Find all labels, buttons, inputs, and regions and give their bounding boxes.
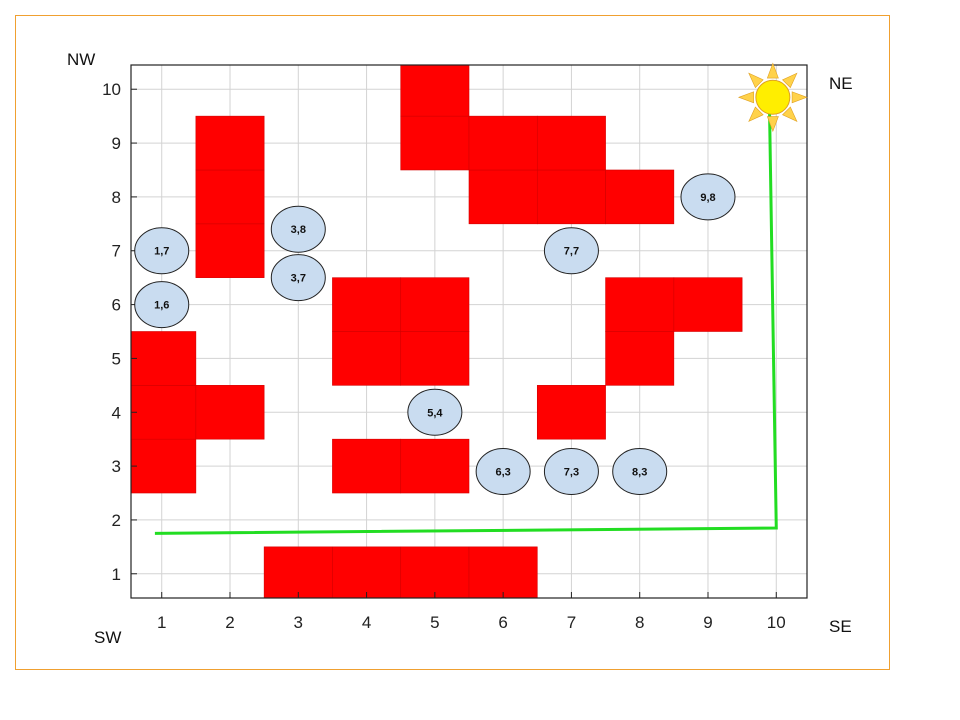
sun-ray <box>791 91 808 104</box>
node-label: 3,7 <box>291 273 306 285</box>
sun-ray <box>738 91 754 104</box>
node-label: 6,3 <box>495 466 510 478</box>
tick-label-x: 5 <box>430 613 439 632</box>
node: 7,7 <box>543 227 599 275</box>
obstacle-cell <box>605 277 675 332</box>
node-circle <box>134 227 190 275</box>
obstacles <box>130 64 743 599</box>
corner-label-nw: NW <box>67 50 96 69</box>
axes-box <box>130 64 808 599</box>
obstacle-cell <box>536 169 606 225</box>
node-circle <box>407 388 463 436</box>
obstacle-cell <box>468 546 538 599</box>
node-circle <box>543 227 599 275</box>
sun-ray <box>766 116 779 133</box>
obstacle-cell <box>605 169 675 225</box>
obstacle-cell <box>400 115 470 171</box>
corner-label-sw: SW <box>94 628 122 647</box>
corner-label-se: SE <box>829 617 852 636</box>
tick-label-x: 2 <box>225 613 234 632</box>
tick-label-x: 4 <box>362 613 371 632</box>
tick-label-x: 3 <box>294 613 303 632</box>
obstacle-cell <box>536 385 606 440</box>
obstacle-cell <box>400 331 470 386</box>
node: 5,4 <box>407 388 463 436</box>
node: 9,8 <box>680 173 736 221</box>
obstacle-cell <box>195 223 265 278</box>
node-circle <box>270 254 326 302</box>
node-label: 1,6 <box>154 300 169 312</box>
sun-icon <box>738 62 808 133</box>
obstacle-cell <box>195 115 265 171</box>
sun-disc <box>755 79 791 115</box>
node-circle <box>270 205 326 253</box>
tick-labels: 1 2 3 4 5 6 7 8 9 10 1 2 3 4 5 6 7 8 9 10 <box>102 80 786 632</box>
node-circle <box>612 447 668 495</box>
tick-label-x: 9 <box>703 613 712 632</box>
sun-ray <box>748 106 764 122</box>
node-label: 1,7 <box>154 246 169 258</box>
node: 1,6 <box>134 281 190 329</box>
node: 7,3 <box>543 447 599 495</box>
nodes: 1,7 1,6 3,8 3,7 5,4 6,3 7,3 8,3 7,7 9,8 <box>134 173 736 495</box>
sun-ray <box>766 62 779 79</box>
obstacle-cell <box>130 331 197 386</box>
tick-label-y: 8 <box>112 188 121 207</box>
tick-label-y: 10 <box>102 80 121 99</box>
tick-label-x: 8 <box>635 613 644 632</box>
node-circle <box>475 447 531 495</box>
obstacle-cell <box>332 546 402 599</box>
route-path <box>154 105 778 535</box>
obstacle-cell <box>605 331 675 386</box>
tick-label-x: 10 <box>767 613 786 632</box>
node-label: 7,3 <box>564 466 579 478</box>
obstacle-cell <box>536 115 606 171</box>
tick-label-x: 6 <box>498 613 507 632</box>
node-label: 7,7 <box>564 246 579 258</box>
tick-label-y: 2 <box>112 511 121 530</box>
obstacle-cell <box>195 169 265 225</box>
node-circle <box>680 173 736 221</box>
node-label: 5,4 <box>427 407 443 419</box>
obstacle-cell <box>400 438 470 494</box>
node-label: 3,8 <box>291 224 306 236</box>
tick-label-y: 1 <box>112 565 121 584</box>
node: 1,7 <box>134 227 190 275</box>
node-circle <box>543 447 599 495</box>
sun-ray <box>748 72 764 89</box>
obstacle-cell <box>400 546 470 599</box>
obstacle-cell <box>400 277 470 332</box>
obstacle-cell <box>130 438 197 494</box>
node-label: 8,3 <box>632 466 647 478</box>
node: 8,3 <box>612 447 668 495</box>
node-label: 9,8 <box>700 192 715 204</box>
node: 3,8 <box>270 205 326 253</box>
tick-label-y: 4 <box>112 403 121 422</box>
tick-label-y: 6 <box>112 296 121 315</box>
tick-label-x: 1 <box>157 613 166 632</box>
obstacle-cell <box>130 385 197 440</box>
obstacle-cell <box>263 546 333 599</box>
node: 6,3 <box>475 447 531 495</box>
sun-ray <box>782 72 798 89</box>
obstacle-cell <box>468 169 538 225</box>
obstacle-cell <box>332 331 402 386</box>
node: 3,7 <box>270 254 326 302</box>
sun-ray <box>782 106 798 122</box>
obstacle-cell <box>195 385 265 440</box>
obstacle-cell <box>332 277 402 332</box>
route-line <box>154 105 778 535</box>
tick-label-y: 7 <box>112 242 121 261</box>
tick-label-x: 7 <box>567 613 576 632</box>
node-circle <box>134 281 190 329</box>
corner-label-ne: NE <box>829 74 853 93</box>
tick-label-y: 5 <box>112 349 121 368</box>
obstacle-cell <box>468 115 538 171</box>
obstacle-cell <box>673 277 743 332</box>
obstacle-cell <box>332 438 402 494</box>
obstacle-cell <box>400 64 470 117</box>
tick-label-y: 3 <box>112 457 121 476</box>
tick-label-y: 9 <box>112 134 121 153</box>
